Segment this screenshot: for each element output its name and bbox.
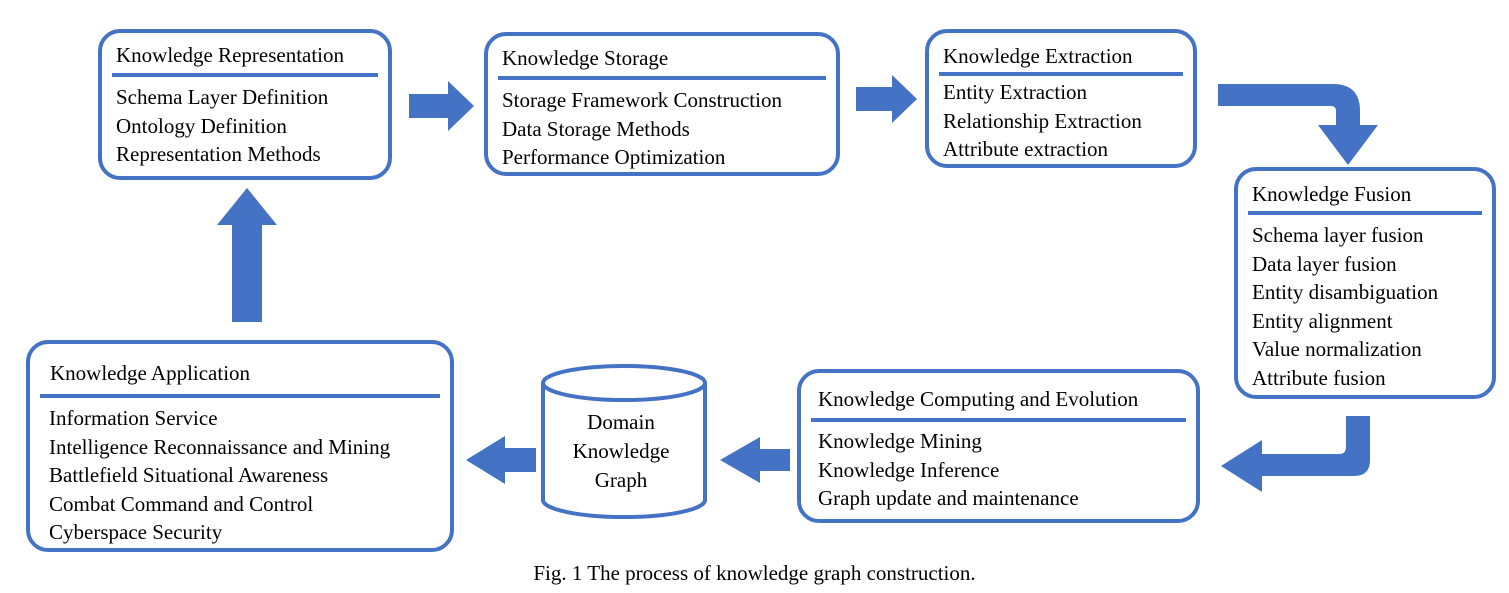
- cylinder-line: Graph: [594, 468, 648, 492]
- list-item: Battlefield Situational Awareness: [49, 463, 329, 487]
- list-item: Data Storage Methods: [502, 116, 690, 141]
- list-item: Schema layer fusion: [1252, 223, 1424, 247]
- item-list: Schema layer fusion Data layer fusion En…: [1252, 221, 1438, 392]
- list-item: Performance Optimization: [502, 145, 726, 169]
- domain-knowledge-graph-cylinder: [541, 364, 707, 519]
- arrow-extraction-to-fusion: [1218, 84, 1378, 165]
- arrow-representation-to-storage: [409, 81, 474, 131]
- cylinder-line: Domain: [587, 410, 655, 434]
- list-item: Schema Layer Definition: [116, 85, 329, 109]
- list-item: Entity Extraction: [943, 80, 1088, 104]
- list-item: Relationship Extraction: [943, 108, 1142, 133]
- list-item: Information Service: [49, 406, 218, 430]
- knowledge-representation-box: Knowledge Representation Schema Layer De…: [98, 29, 392, 180]
- knowledge-storage-box: Knowledge Storage Storage Framework Cons…: [484, 32, 840, 176]
- list-item: Attribute extraction: [943, 137, 1109, 161]
- item-list: Entity Extraction Relationship Extractio…: [943, 78, 1142, 164]
- list-item: Entity disambiguation: [1252, 280, 1439, 304]
- title-divider: [939, 72, 1183, 76]
- item-list: Storage Framework Construction Data Stor…: [502, 86, 782, 172]
- arrow-graph-to-application: [466, 436, 536, 484]
- list-item: Knowledge Mining: [818, 429, 982, 453]
- list-item: Attribute fusion: [1252, 365, 1386, 390]
- list-item: Knowledge Inference: [818, 457, 1000, 482]
- knowledge-application-box: Knowledge Application Information Servic…: [26, 340, 454, 552]
- list-item: Intelligence Reconnaissance and Mining: [49, 434, 391, 459]
- list-item: Cyberspace Security: [49, 520, 223, 544]
- title-divider: [498, 76, 826, 80]
- list-item: Combat Command and Control: [49, 491, 314, 516]
- list-item: Storage Framework Construction: [502, 88, 782, 112]
- arrow-computing-to-graph: [720, 437, 790, 483]
- domain-knowledge-graph-label: Domain Knowledge Graph: [538, 408, 704, 495]
- arrow-application-to-representation: [217, 188, 277, 322]
- list-item: Data layer fusion: [1252, 251, 1397, 276]
- title-divider: [40, 394, 440, 398]
- title-divider: [811, 418, 1186, 422]
- knowledge-computing-evolution-box: Knowledge Computing and Evolution Knowle…: [797, 369, 1200, 523]
- list-item: Representation Methods: [116, 142, 321, 166]
- box-title: Knowledge Representation: [116, 43, 345, 67]
- item-list: Knowledge Mining Knowledge Inference Gra…: [818, 427, 1079, 513]
- list-item: Graph update and maintenance: [818, 486, 1079, 510]
- box-title: Knowledge Application: [50, 361, 251, 385]
- title-divider: [112, 73, 378, 77]
- box-title: Knowledge Computing and Evolution: [818, 387, 1139, 411]
- box-title: Knowledge Extraction: [943, 44, 1133, 68]
- item-list: Schema Layer Definition Ontology Definit…: [116, 83, 328, 169]
- box-title: Knowledge Storage: [502, 46, 669, 70]
- knowledge-extraction-box: Knowledge Extraction Entity Extraction R…: [925, 29, 1197, 168]
- list-item: Entity alignment: [1252, 308, 1393, 333]
- cylinder-line: Knowledge: [572, 439, 670, 463]
- knowledge-fusion-box: Knowledge Fusion Schema layer fusion Dat…: [1234, 167, 1496, 399]
- box-title: Knowledge Fusion: [1252, 182, 1412, 206]
- list-item: Value normalization: [1252, 337, 1422, 361]
- arrow-storage-to-extraction: [856, 75, 917, 123]
- arrow-fusion-to-computing: [1221, 416, 1370, 492]
- item-list: Information Service Intelligence Reconna…: [49, 404, 390, 547]
- list-item: Ontology Definition: [116, 113, 287, 138]
- figure-caption: Fig. 1 The process of knowledge graph co…: [533, 561, 976, 585]
- title-divider: [1248, 211, 1482, 215]
